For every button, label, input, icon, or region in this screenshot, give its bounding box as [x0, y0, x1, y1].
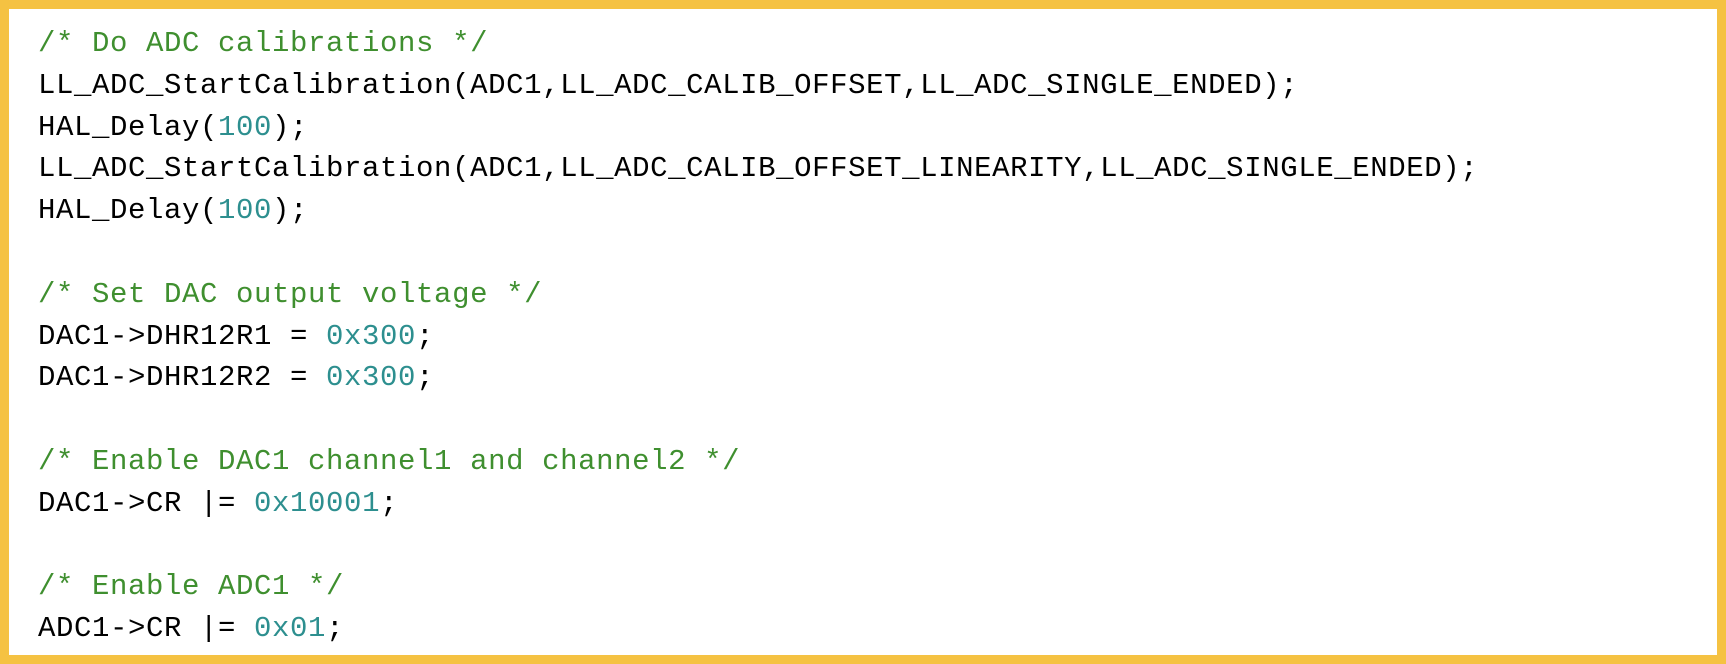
- comment-token: /* Enable DAC1 channel1 and channel2 */: [38, 444, 741, 478]
- code-token: DAC1->CR |=: [38, 486, 255, 520]
- code-line: HAL_Delay(100);: [38, 190, 1478, 232]
- code-line: ADC1->CR |= 0x01;: [38, 608, 1478, 650]
- code-token: ;: [416, 319, 435, 353]
- code-token: ;: [380, 486, 399, 520]
- comment-token: /* Enable ADC1 */: [38, 570, 345, 604]
- code-line: /* Enable DAC1 channel1 and channel2 */: [38, 441, 1478, 483]
- code-line: /* Enable ADC1 */: [38, 566, 1478, 608]
- code-token: );: [272, 194, 309, 228]
- code-token: DAC1->DHR12R2 =: [38, 361, 327, 395]
- code-token: LL_ADC_StartCalibration(ADC1,LL_ADC_CALI…: [38, 68, 1299, 102]
- blank-line: [38, 232, 1478, 274]
- blank-line: [38, 525, 1478, 567]
- code-token: HAL_Delay(: [38, 194, 219, 228]
- code-line: DAC1->CR |= 0x10001;: [38, 483, 1478, 525]
- code-token: ADC1->CR |=: [38, 612, 255, 646]
- number-token: 0x01: [254, 612, 327, 646]
- code-token: ;: [416, 361, 435, 395]
- code-token: LL_ADC_StartCalibration(ADC1,LL_ADC_CALI…: [38, 152, 1479, 186]
- number-token: 100: [218, 194, 273, 228]
- comment-token: /* Do ADC calibrations */: [38, 27, 489, 60]
- code-block: /* Do ADC calibrations */ LL_ADC_StartCal…: [38, 23, 1478, 650]
- code-line: LL_ADC_StartCalibration(ADC1,LL_ADC_CALI…: [38, 148, 1478, 190]
- code-token: ;: [326, 612, 345, 646]
- code-line: HAL_Delay(100);: [38, 107, 1478, 149]
- number-token: 100: [218, 110, 273, 144]
- blank-line: [38, 399, 1478, 441]
- code-line: LL_ADC_StartCalibration(ADC1,LL_ADC_CALI…: [38, 65, 1478, 107]
- code-token: DAC1->DHR12R1 =: [38, 319, 327, 353]
- number-token: 0x10001: [254, 486, 381, 520]
- comment-token: /* Set DAC output voltage */: [38, 277, 543, 311]
- number-token: 0x300: [326, 361, 417, 395]
- code-line: DAC1->DHR12R2 = 0x300;: [38, 357, 1478, 399]
- code-token: HAL_Delay(: [38, 110, 219, 144]
- code-token: );: [272, 110, 309, 144]
- code-line: DAC1->DHR12R1 = 0x300;: [38, 316, 1478, 358]
- number-token: 0x300: [326, 319, 417, 353]
- code-line: /* Do ADC calibrations */: [38, 23, 1478, 65]
- code-line: /* Set DAC output voltage */: [38, 274, 1478, 316]
